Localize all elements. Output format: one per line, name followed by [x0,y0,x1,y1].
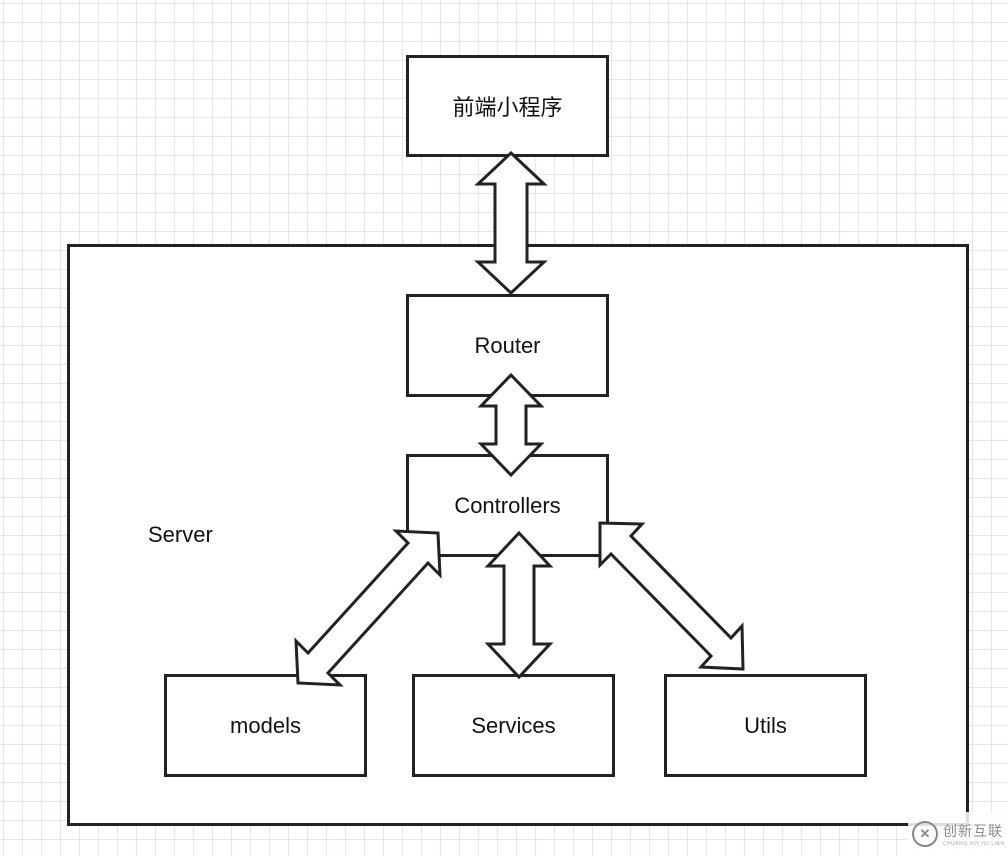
router-label: Router [474,332,541,358]
services-node: Services [412,674,615,777]
utils-label: Utils [744,712,787,738]
watermark: ✕ 创新互联 CHUANG XIN HU LIAN [908,812,1008,856]
arrow-controllers-models [294,529,442,687]
arrow-frontend-router [474,150,548,296]
server-label: Server [148,522,213,547]
frontend-label: 前端小程序 [452,95,563,120]
controllers-label: Controllers [454,492,561,518]
models-node: models [164,674,367,777]
chuangxin-logo-icon: ✕ [912,821,938,847]
models-label: models [230,712,301,738]
arrow-controllers-services [484,530,554,680]
arrow-controllers-utils [598,521,745,671]
services-label: Services [471,712,556,738]
watermark-text: 创新互联 [943,823,1003,839]
utils-node: Utils [664,674,867,777]
watermark-subtext: CHUANG XIN HU LIAN [943,841,1005,847]
arrow-router-controllers [477,372,545,478]
